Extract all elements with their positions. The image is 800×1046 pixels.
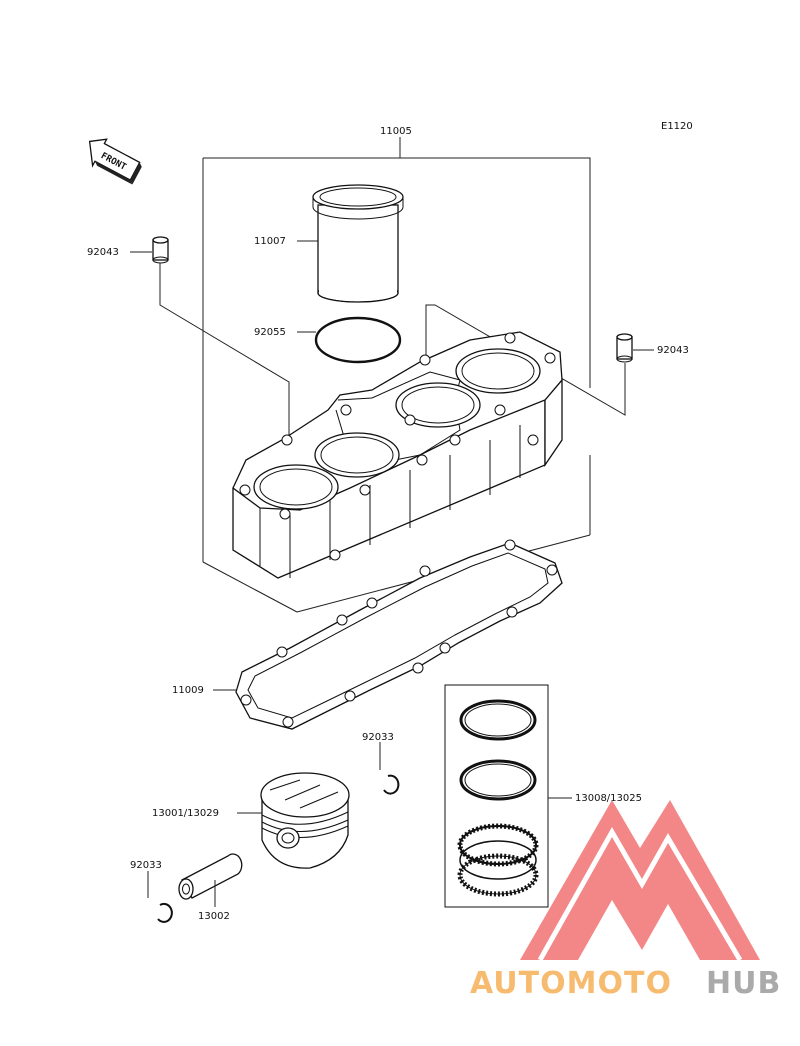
- automotohub-logo: AUTOMOTO HUB: [470, 800, 781, 1001]
- watermark-automoto: AUTOMOTO: [470, 966, 672, 1001]
- circlip-upper: [383, 774, 400, 795]
- label-cylinder-assy: 11005: [380, 126, 412, 137]
- circlip-lower: [157, 902, 173, 923]
- piston-pin: [178, 853, 243, 900]
- label-piston: 13001/13029: [152, 808, 219, 819]
- label-piston-pin: 13002: [198, 911, 230, 922]
- dowel-pin-right: [616, 333, 633, 363]
- front-arrow-icon: FRONT: [88, 138, 142, 185]
- o-ring: [314, 316, 402, 364]
- diagram-code: E1120: [661, 121, 693, 132]
- label-dowel-right: 92043: [657, 345, 689, 356]
- label-circlip-upper: 92033: [362, 732, 394, 743]
- label-o-ring: 92055: [254, 327, 286, 338]
- label-ring-set: 13008/13025: [575, 793, 642, 804]
- label-circlip-lower: 92033: [130, 860, 162, 871]
- label-gasket: 11009: [172, 685, 204, 696]
- piston-ring-set: [444, 684, 549, 908]
- watermark-hub: HUB: [706, 966, 781, 1001]
- piston: [260, 772, 350, 869]
- base-gasket: [235, 539, 563, 730]
- cylinder-block: [232, 331, 563, 579]
- cylinder-liner: [312, 184, 404, 303]
- label-liner: 11007: [254, 236, 286, 247]
- dowel-pin-left: [152, 236, 169, 264]
- label-dowel-left: 92043: [87, 247, 119, 258]
